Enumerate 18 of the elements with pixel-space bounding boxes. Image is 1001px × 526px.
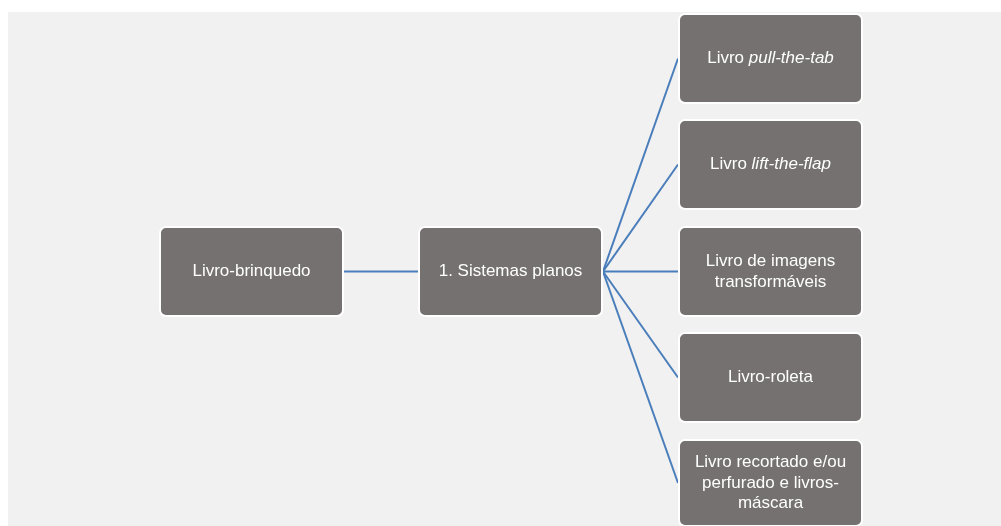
box-label: Livro-roleta [727, 367, 813, 388]
connector-line [343, 270, 419, 273]
connector-line [602, 163, 679, 273]
connector-line [602, 270, 679, 273]
process-box [678, 226, 863, 317]
connector-line [602, 270, 679, 379]
box-label: Livro recortado e/ou perfurado e livros-máscara [693, 452, 848, 514]
box-label: Livro lift-the-flap [710, 154, 831, 175]
process-box [159, 226, 344, 317]
box-label: 1. Sistemas planos [438, 261, 583, 282]
process-box [678, 332, 863, 423]
box-label: Livro de imagens transformáveis [704, 251, 837, 292]
process-box [678, 439, 863, 526]
box-label: Livro pull-the-tab [707, 48, 834, 69]
process-box [678, 119, 863, 210]
box-label: Livro-brinquedo [192, 261, 311, 282]
process-box [678, 13, 863, 104]
process-box [418, 226, 603, 317]
